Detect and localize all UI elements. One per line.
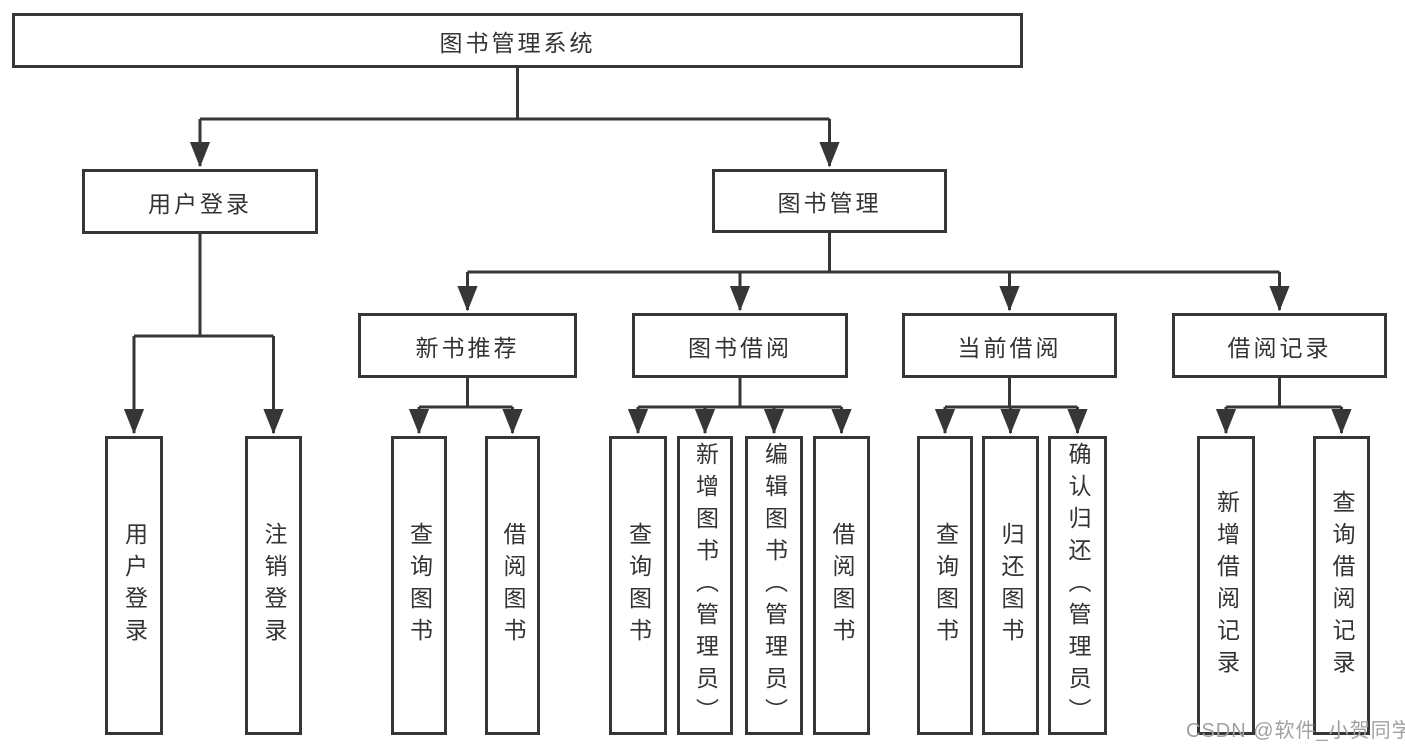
- branch-user-login: 用户登录: [82, 169, 318, 234]
- category-borrow-record: 借阅记录: [1172, 313, 1387, 378]
- leaf-query-books-recommend: 查询图书: [391, 436, 447, 735]
- leaf-logout: 注销登录: [245, 436, 302, 735]
- category-book-borrow: 图书借阅: [632, 313, 848, 378]
- leaf-borrow-books: 借阅图书: [813, 436, 870, 735]
- leaf-borrow-books-recommend: 借阅图书: [485, 436, 540, 735]
- node-library-management-system: 图书管理系统: [12, 13, 1023, 68]
- category-current-borrow: 当前借阅: [902, 313, 1117, 378]
- leaf-add-borrow-record: 新增借阅记录: [1197, 436, 1255, 735]
- tree-rails: [134, 68, 1342, 409]
- leaf-edit-books-admin: 编辑图书（管理员）: [745, 436, 803, 735]
- leaf-query-books-current: 查询图书: [917, 436, 973, 735]
- leaf-add-books-admin: 新增图书（管理员）: [677, 436, 733, 735]
- leaf-confirm-return-admin: 确认归还（管理员）: [1048, 436, 1107, 735]
- leaf-query-books-borrow: 查询图书: [609, 436, 667, 735]
- branch-book-management: 图书管理: [712, 169, 947, 233]
- category-new-book-recommend: 新书推荐: [358, 313, 577, 378]
- leaf-return-books: 归还图书: [982, 436, 1039, 735]
- leaf-user-login: 用户登录: [105, 436, 163, 735]
- leaf-query-borrow-record: 查询借阅记录: [1313, 436, 1370, 735]
- csdn-watermark: CSDN @软件_小贺同学: [1186, 720, 1405, 742]
